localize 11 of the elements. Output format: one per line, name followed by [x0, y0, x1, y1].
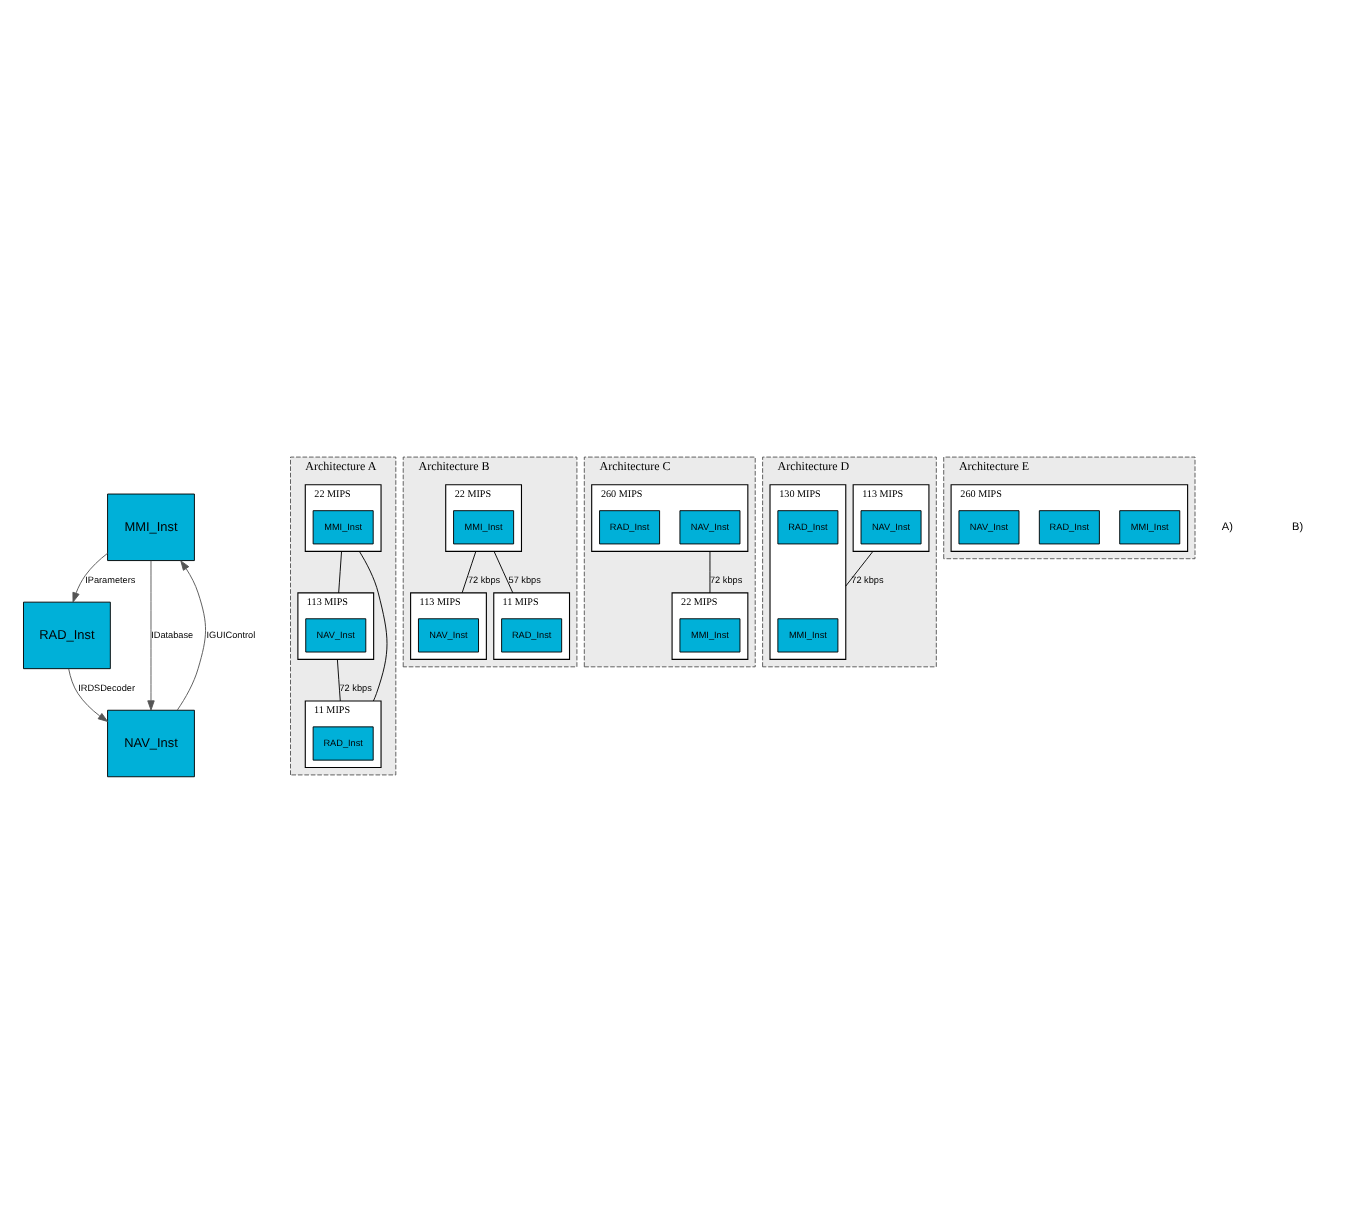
- arrow: [68, 668, 108, 722]
- connector: [338, 550, 342, 594]
- connector: [336, 658, 341, 702]
- arrow: [147, 560, 155, 711]
- connector: [493, 550, 514, 594]
- arrow: [176, 560, 206, 711]
- arrow: [72, 552, 108, 603]
- connector: [709, 550, 711, 594]
- connector: [845, 550, 874, 587]
- connector: [358, 550, 388, 702]
- connector: [461, 550, 477, 594]
